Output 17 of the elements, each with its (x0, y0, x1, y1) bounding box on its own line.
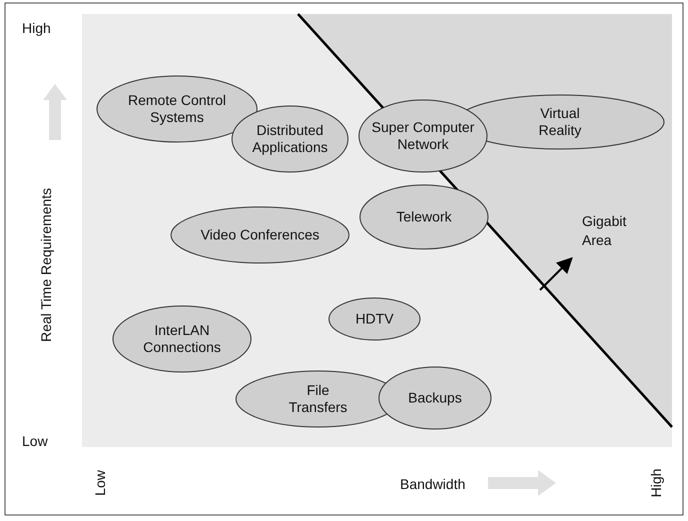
bubble-label: InterLAN Connections (142, 322, 222, 356)
bubble-label: Virtual Reality (538, 105, 582, 139)
bubble-label: Remote Control Systems (126, 92, 228, 126)
region-label: Gigabit Area (582, 212, 628, 250)
bubble-label: HDTV (354, 310, 395, 328)
bubble-label: Video Conferences (200, 226, 320, 244)
bubble-label: Telework (395, 208, 453, 226)
axis-title: Bandwidth (400, 476, 466, 492)
axis-title: Real Time Requirements (38, 188, 54, 342)
axis-label: High (22, 20, 51, 36)
bubble-label: File Transfers (288, 382, 348, 416)
axis-label: High (648, 468, 664, 498)
bubble-label: Distributed Applications (251, 122, 329, 156)
axis-label: Low (22, 433, 48, 449)
bubble-label: Super Computer Network (370, 119, 476, 153)
axis-label: Low (92, 470, 108, 496)
bubble-label: Backups (407, 390, 463, 406)
